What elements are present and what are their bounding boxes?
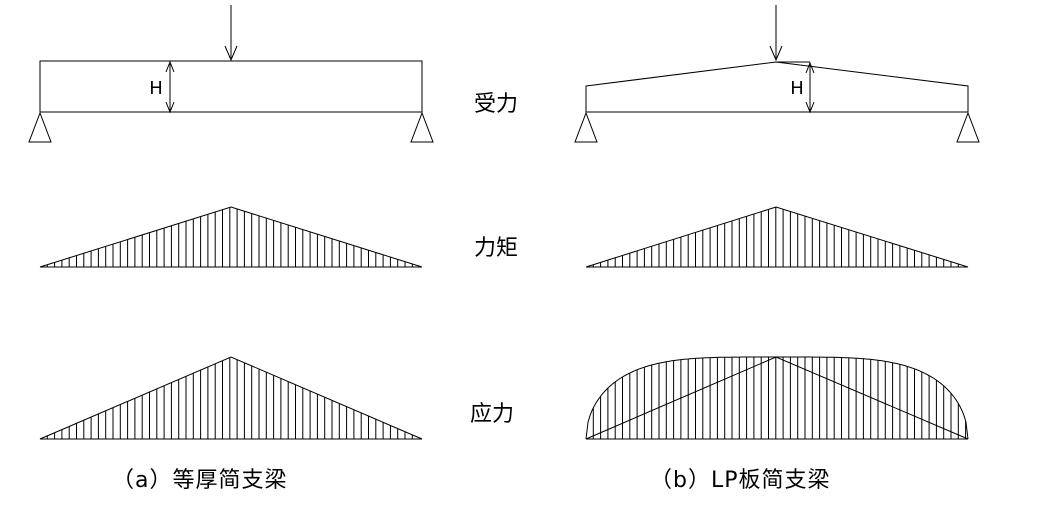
row-label-stress: 应力	[470, 402, 515, 427]
support-a-right	[410, 111, 434, 143]
row-label-load: 受力	[474, 92, 519, 117]
support-a-left	[28, 111, 52, 143]
beam-b-stress-diagram	[585, 356, 969, 440]
moment-b-outline	[585, 206, 969, 268]
support-b-left	[574, 111, 598, 143]
caption-a: （a）等厚简支梁	[112, 468, 288, 493]
load-arrow-b-head	[769, 45, 783, 62]
thickness-dim-a-top-arrow	[165, 60, 175, 73]
thickness-label-a: H	[149, 78, 163, 99]
stress-a-hatching	[46, 357, 421, 439]
thickness-dim-a-bottom-arrow	[165, 101, 175, 114]
stress-b-hatching	[592, 357, 967, 439]
support-b-right	[956, 111, 980, 143]
row-label-moment: 力矩	[474, 236, 519, 261]
load-arrow-a-head	[224, 45, 238, 62]
stress-a-outline	[39, 356, 423, 440]
beam-b-load-diagram: H	[574, 5, 980, 143]
stress-b-triangle-overlay	[585, 356, 969, 440]
moment-a-hatching	[46, 207, 421, 267]
stress-b-curve	[585, 356, 969, 440]
beam-b-moment-diagram	[585, 206, 969, 268]
thickness-dim-b-top-arrow	[805, 61, 815, 74]
beam-a-moment-diagram	[39, 206, 423, 268]
beam-a-body	[39, 60, 423, 113]
moment-a-outline	[39, 206, 423, 268]
moment-b-hatching	[592, 207, 967, 267]
thickness-dim-b-bottom-arrow	[805, 101, 815, 114]
caption-b: （b）LP板简支梁	[650, 468, 831, 493]
beam-a-stress-diagram	[39, 356, 423, 440]
thickness-label-b: H	[790, 78, 804, 99]
beam-a-load-diagram: H	[28, 5, 434, 143]
beam-b-body	[585, 61, 969, 113]
